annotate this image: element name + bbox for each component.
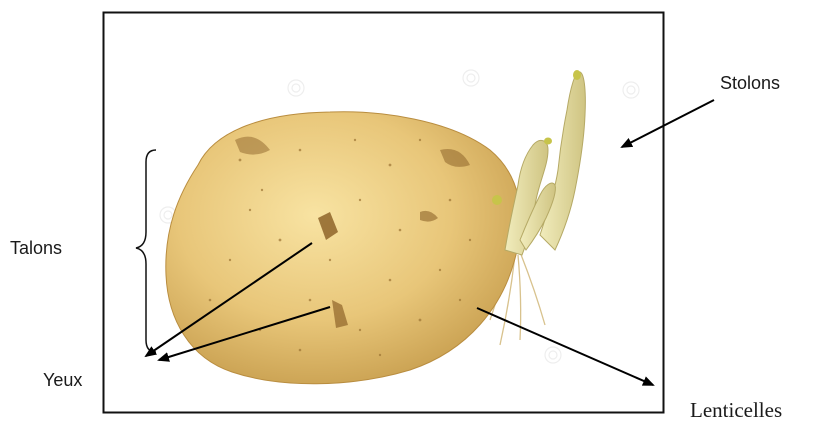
label-yeux: Yeux: [43, 371, 82, 389]
label-stolons: Stolons: [720, 74, 780, 92]
label-lenticelles: Lenticelles: [690, 400, 782, 421]
label-talons: Talons: [10, 239, 62, 257]
